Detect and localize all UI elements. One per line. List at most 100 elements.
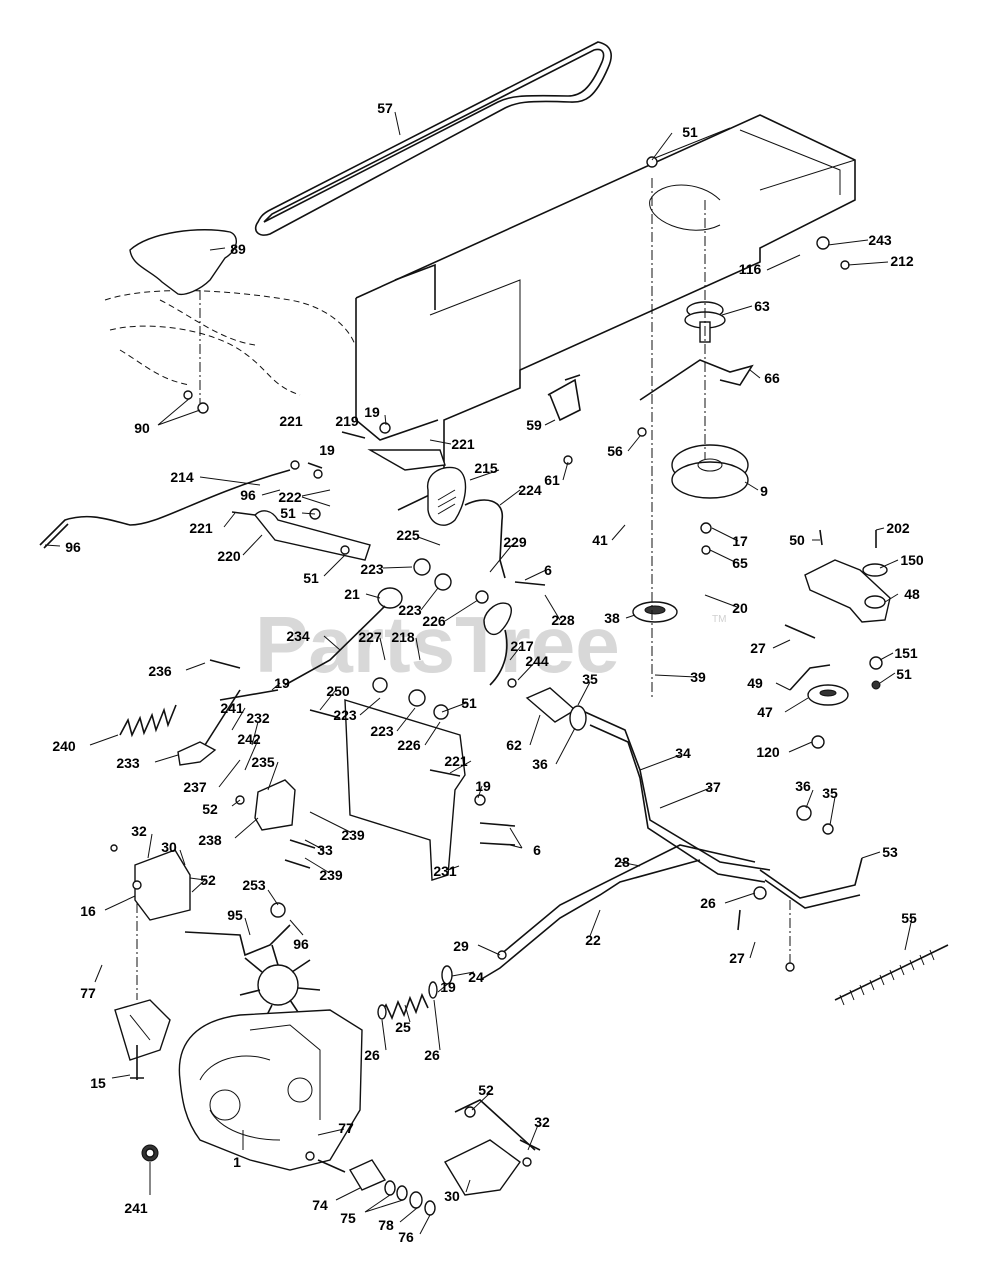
part-label-241: 241 [124,1200,148,1216]
part-label-223: 223 [370,723,394,739]
bracket-30-top [134,849,191,921]
part-label-220: 220 [217,548,241,564]
part-label-78: 78 [378,1217,394,1233]
cover-89 [129,229,237,296]
part-label-217: 217 [510,638,534,654]
part-label-56: 56 [607,443,623,459]
part-label-77: 77 [80,985,96,1001]
shaft-62 [525,687,587,731]
idler-bracket-48 [804,559,891,623]
part-label-96: 96 [65,539,81,555]
part-label-16: 16 [80,903,96,919]
part-label-32: 32 [131,823,147,839]
part-label-15: 15 [90,1075,106,1091]
part-label-229: 229 [503,534,527,550]
rod-34-37 [584,711,771,883]
part-label-51: 51 [303,570,319,586]
part-label-223: 223 [398,602,422,618]
part-label-39: 39 [690,669,706,685]
part-label-221: 221 [451,436,475,452]
part-label-74: 74 [312,1197,328,1213]
part-label-237: 237 [183,779,207,795]
part-label-52: 52 [200,872,216,888]
part-label-241: 241 [220,700,244,716]
part-label-38: 38 [604,610,620,626]
part-label-59: 59 [526,417,542,433]
part-label-41: 41 [592,532,608,548]
spring-240 [119,704,177,738]
part-label-224: 224 [518,482,542,498]
part-label-227: 227 [358,629,382,645]
part-label-51: 51 [280,505,296,521]
part-label-55: 55 [901,910,917,926]
part-label-34: 34 [675,745,691,761]
part-label-52: 52 [478,1082,494,1098]
part-label-21: 21 [344,586,360,602]
part-label-65: 65 [732,555,748,571]
spring-25 [377,965,453,1021]
part-label-223: 223 [333,707,357,723]
part-label-6: 6 [533,842,541,858]
part-label-57: 57 [377,100,393,116]
part-label-48: 48 [904,586,920,602]
part-label-26: 26 [364,1047,380,1063]
part-label-66: 66 [764,370,780,386]
part-label-228: 228 [551,612,575,628]
fan [239,944,321,1026]
part-label-231: 231 [433,863,457,879]
watermark: PartsTree [255,600,620,689]
part-label-30: 30 [444,1188,460,1204]
part-label-120: 120 [756,744,780,760]
part-label-32: 32 [534,1114,550,1130]
pedal-arm-224 [464,499,506,579]
part-label-89: 89 [230,241,246,257]
part-label-9: 9 [760,483,768,499]
part-label-215: 215 [474,460,498,476]
part-label-47: 47 [757,704,773,720]
part-label-218: 218 [391,629,415,645]
part-label-223: 223 [360,561,384,577]
part-label-52: 52 [202,801,218,817]
axle-hardware [317,1159,436,1216]
part-label-37: 37 [705,779,721,795]
part-label-226: 226 [422,613,446,629]
pulley-47 [789,664,849,706]
part-label-250: 250 [326,683,350,699]
part-label-61: 61 [544,472,560,488]
rod-214 [39,469,291,546]
part-label-226: 226 [397,737,421,753]
part-label-28: 28 [614,854,630,870]
part-label-76: 76 [398,1229,414,1245]
clutch-9 [671,444,749,499]
part-label-240: 240 [52,738,76,754]
rod-53 [759,857,863,899]
part-label-222: 222 [278,489,302,505]
part-label-219: 219 [335,413,359,429]
part-label-19: 19 [440,979,456,995]
part-label-253: 253 [242,877,266,893]
part-label-19: 19 [475,778,491,794]
part-label-233: 233 [116,755,140,771]
part-label-17: 17 [732,533,748,549]
part-label-90: 90 [134,420,150,436]
part-label-75: 75 [340,1210,356,1226]
part-label-221: 221 [444,753,468,769]
part-label-53: 53 [882,844,898,860]
part-label-36: 36 [532,756,548,772]
part-label-63: 63 [754,298,770,314]
part-label-49: 49 [747,675,763,691]
part-label-26: 26 [700,895,716,911]
part-label-30: 30 [161,839,177,855]
part-label-51: 51 [896,666,912,682]
part-label-235: 235 [251,754,275,770]
part-label-239: 239 [341,827,365,843]
part-label-33: 33 [317,842,333,858]
bracket-233 [177,741,217,766]
rod-28-22 [479,844,756,981]
part-label-96: 96 [293,936,309,952]
part-label-212: 212 [890,253,914,269]
part-label-234: 234 [286,628,310,644]
